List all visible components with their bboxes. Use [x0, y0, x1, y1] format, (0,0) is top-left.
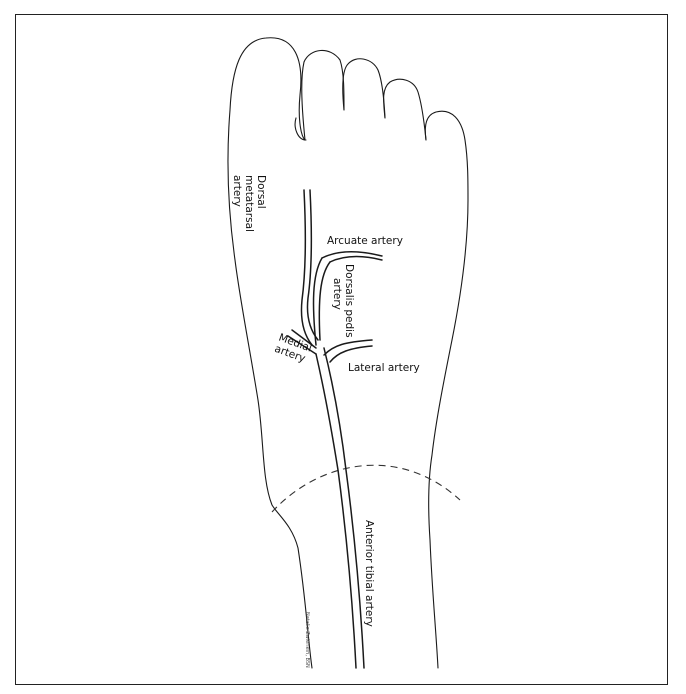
little-toe	[425, 111, 468, 200]
foot-outline	[228, 38, 468, 668]
dorsalis-pedis-inner	[314, 258, 322, 345]
arcuate-artery-lower	[330, 256, 382, 262]
second-toe	[302, 50, 344, 140]
third-toe	[343, 59, 385, 118]
label-dorsalis-pedis-line1: Dorsalis pedis	[343, 264, 355, 338]
label-medial: Medial artery	[273, 332, 317, 367]
label-dorsal-metatarsal: Dorsal metatarsal artery	[231, 175, 267, 235]
anterior-tibial-artery-right	[324, 348, 364, 668]
label-anterior-tibial: Anterior tibial artery	[363, 520, 375, 627]
lateral-foot-edge	[429, 200, 468, 668]
label-dorsal-metatarsal-line1: Dorsal	[255, 175, 267, 209]
fourth-toe	[384, 79, 426, 140]
dorsal-metatarsal-artery-right	[307, 190, 318, 340]
label-dorsal-metatarsal-line2: metatarsal	[243, 175, 255, 232]
artist-signature: Natalie Zwierlein, BSN	[304, 612, 310, 668]
ankle-dashed-line	[272, 465, 460, 512]
label-dorsal-metatarsal-line3: artery	[231, 175, 243, 207]
label-dorsalis-pedis: Dorsalis pedis artery	[331, 264, 355, 341]
label-arcuate: Arcuate artery	[327, 235, 403, 247]
dorsalis-pedis-outer	[319, 262, 330, 340]
lateral-artery-lower	[330, 346, 372, 362]
label-lateral: Lateral artery	[348, 362, 420, 374]
label-dorsalis-pedis-line2: artery	[331, 278, 343, 310]
